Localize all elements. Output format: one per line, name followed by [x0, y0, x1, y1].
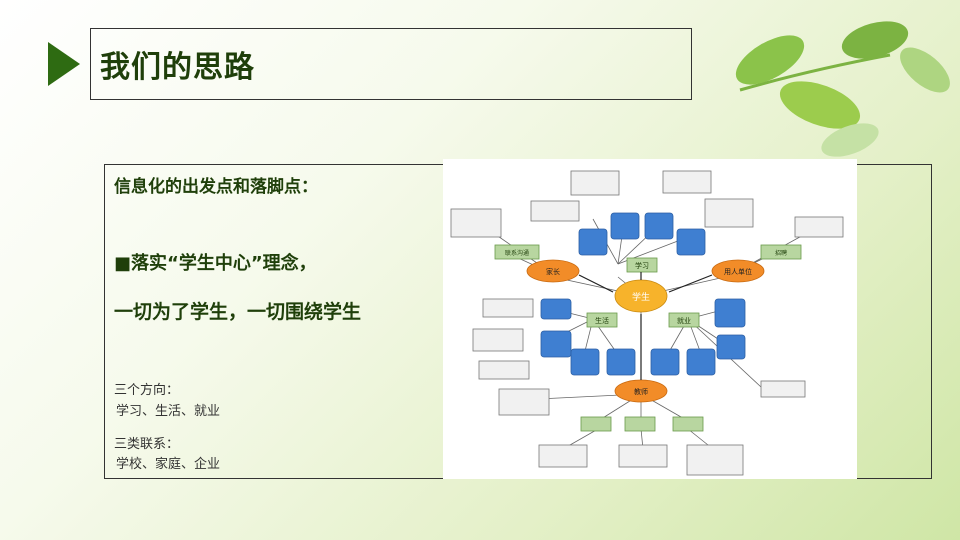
- title-arrow-icon: [48, 42, 80, 86]
- label-life: 生活: [595, 316, 609, 325]
- hub-teachers-label: 教师: [634, 387, 648, 396]
- hub-parents-label: 家长: [546, 267, 560, 276]
- bullet-marker: ■: [114, 253, 132, 274]
- links-label: 三类联系：: [114, 437, 180, 452]
- concept-map: 学生 学习 家长 用人单位 教师 生活 就业 联系沟通 招聘: [443, 159, 857, 479]
- title-frame: [90, 28, 692, 100]
- slogan: 一切为了学生，一切围绕学生: [114, 301, 362, 323]
- leaves-decoration-icon: [735, 21, 950, 157]
- label-employment: 就业: [677, 316, 691, 325]
- links-text: 学校、家庭、企业: [116, 457, 221, 472]
- concept-map-svg: 学生 学习 家长 用人单位 教师 生活 就业 联系沟通 招聘: [450, 170, 844, 476]
- hub-study-label: 学习: [635, 261, 649, 270]
- slide-title: 我们的思路: [100, 50, 255, 85]
- key-point: ■落实“学生中心”理念，: [114, 249, 317, 275]
- key-point-text: 落实“学生中心”理念，: [131, 253, 317, 274]
- label-recruit: 招聘: [775, 249, 787, 257]
- hub-employers-label: 用人单位: [724, 267, 752, 276]
- center-node-label: 学生: [632, 291, 650, 303]
- label-communication: 联系沟通: [505, 249, 529, 257]
- directions-label: 三个方向：: [114, 383, 180, 398]
- directions-text: 学习、生活、就业: [116, 404, 221, 419]
- content-heading: 信息化的出发点和落脚点：: [114, 177, 318, 197]
